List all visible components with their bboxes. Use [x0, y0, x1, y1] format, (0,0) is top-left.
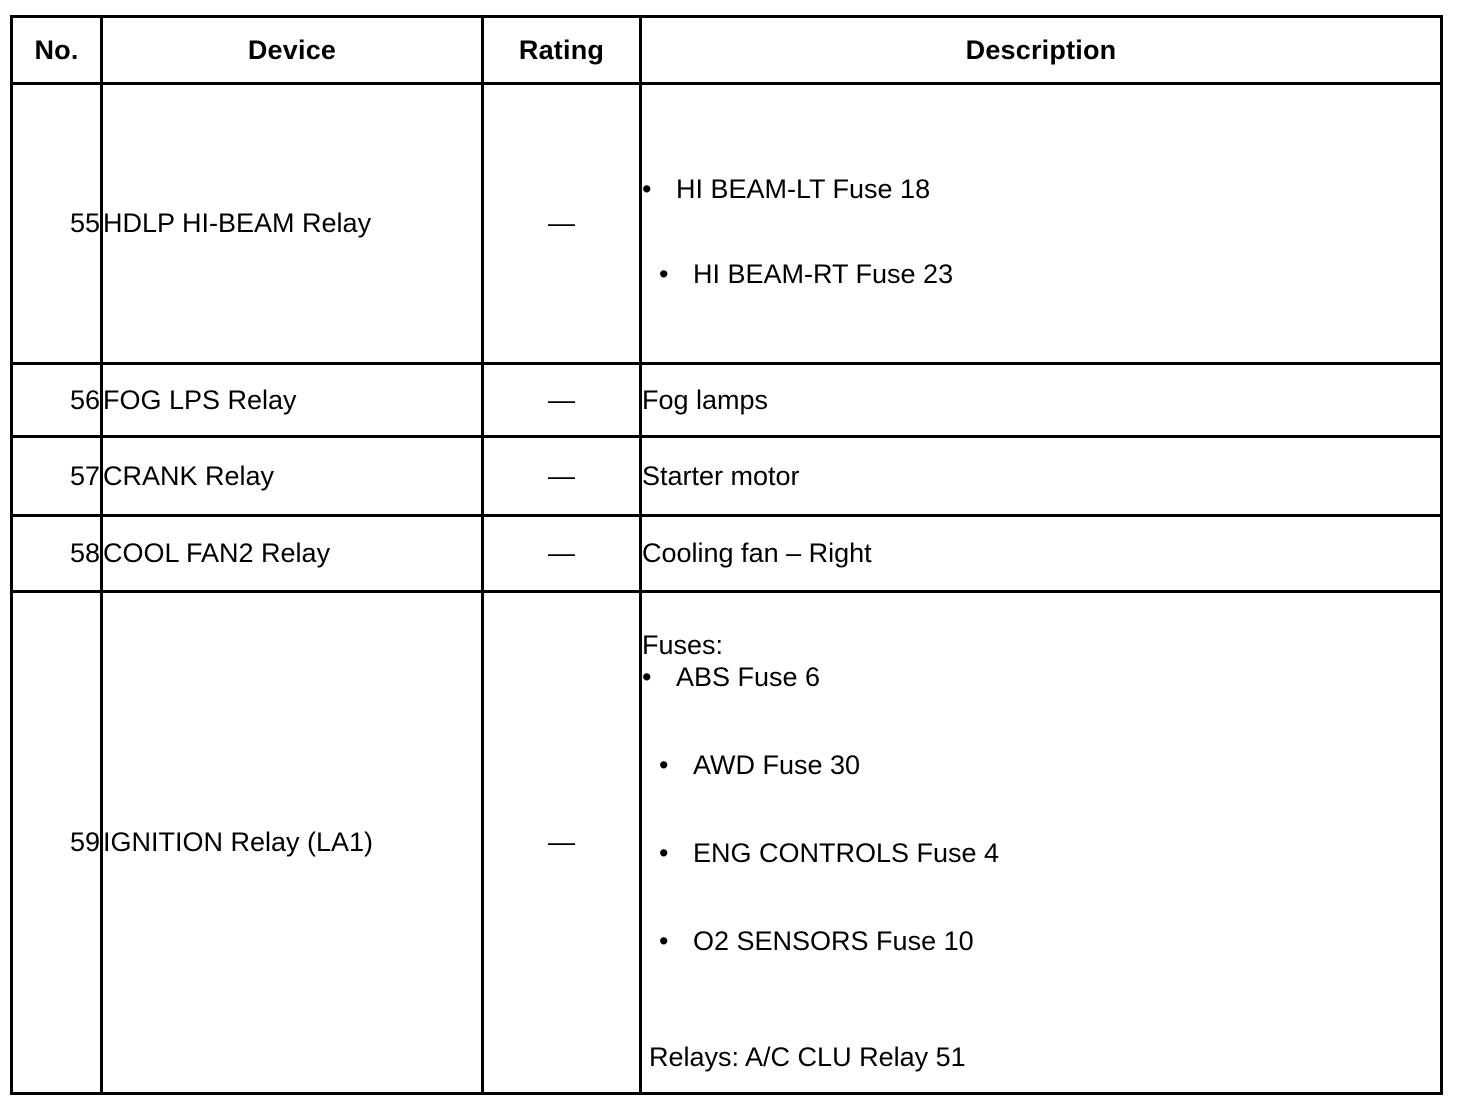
description-block: • HI BEAM-LT Fuse 18 • HI BEAM-RT Fuse 2…: [642, 158, 1440, 289]
description-block: Fuses: • ABS Fuse 6 • AWD Fuse 30 •: [642, 614, 1440, 1072]
cell-description: Fuses: • ABS Fuse 6 • AWD Fuse 30 •: [639, 590, 1443, 1095]
cell-device: CRANK Relay: [100, 435, 484, 517]
spacer: [642, 780, 1440, 838]
table-row: 56 FOG LPS Relay — Fog lamps: [10, 362, 1443, 438]
description-heading: Fuses:: [642, 629, 724, 660]
cell-no: 55: [10, 82, 103, 365]
list-item-label: HI BEAM-RT Fuse 23: [693, 259, 954, 289]
list-item: • AWD Fuse 30: [659, 750, 1440, 780]
cell-no: 56: [10, 362, 103, 438]
spacer: [642, 614, 1440, 628]
table-header-row: No. Device Rating Description: [10, 15, 1443, 85]
bullet-icon: •: [642, 661, 652, 692]
bullet-icon: •: [659, 837, 669, 868]
column-header-no: No.: [10, 15, 103, 85]
spacer: [642, 692, 1440, 750]
cell-description: • HI BEAM-LT Fuse 18 • HI BEAM-RT Fuse 2…: [639, 82, 1443, 365]
cell-no: 59: [10, 590, 103, 1095]
list-item: • HI BEAM-RT Fuse 23: [659, 259, 1440, 289]
cell-no: 58: [10, 514, 103, 593]
cell-rating: —: [481, 590, 642, 1095]
spacer: [642, 158, 1440, 174]
spacer: [642, 868, 1440, 926]
table-row: 58 COOL FAN2 Relay — Cooling fan – Right: [10, 514, 1443, 593]
cell-rating: —: [481, 82, 642, 365]
list-item: • HI BEAM-LT Fuse 18: [642, 174, 1440, 204]
cell-no: 57: [10, 435, 103, 517]
cell-description: Starter motor: [639, 435, 1443, 517]
bullet-icon: •: [659, 749, 669, 780]
list-item: • O2 SENSORS Fuse 10: [659, 926, 1440, 956]
list-item-label: AWD Fuse 30: [693, 749, 861, 780]
description-trailer: Relays: A/C CLU Relay 51: [649, 1041, 966, 1072]
fuse-relay-table: No. Device Rating Description 55 HDLP HI…: [10, 15, 1443, 1095]
list-item-label: HI BEAM-LT Fuse 18: [676, 174, 931, 204]
cell-device: COOL FAN2 Relay: [100, 514, 484, 593]
table-row: 59 IGNITION Relay (LA1) — Fuses: • ABS F…: [10, 590, 1443, 1095]
column-header-rating: Rating: [481, 15, 642, 85]
table-row: 57 CRANK Relay — Starter motor: [10, 435, 1443, 517]
cell-device: IGNITION Relay (LA1): [100, 590, 484, 1095]
list-item: • ENG CONTROLS Fuse 4: [659, 838, 1440, 868]
cell-device: FOG LPS Relay: [100, 362, 484, 438]
cell-device: HDLP HI-BEAM Relay: [100, 82, 484, 365]
list-item: • ABS Fuse 6: [642, 662, 1440, 692]
spacer: [642, 204, 1440, 259]
list-item-label: ENG CONTROLS Fuse 4: [693, 837, 1000, 868]
cell-rating: —: [481, 514, 642, 593]
cell-description: Fog lamps: [639, 362, 1443, 438]
cell-rating: —: [481, 362, 642, 438]
bullet-icon: •: [642, 174, 652, 204]
list-item-label: ABS Fuse 6: [676, 661, 821, 692]
table-row: 55 HDLP HI-BEAM Relay — • HI BEAM-LT Fus…: [10, 82, 1443, 365]
list-item-label: O2 SENSORS Fuse 10: [693, 925, 974, 956]
spacer: [642, 956, 1440, 1042]
bullet-icon: •: [659, 925, 669, 956]
cell-rating: —: [481, 435, 642, 517]
bullet-icon: •: [659, 259, 669, 289]
column-header-description: Description: [639, 15, 1443, 85]
column-header-device: Device: [100, 15, 484, 85]
cell-description: Cooling fan – Right: [639, 514, 1443, 593]
